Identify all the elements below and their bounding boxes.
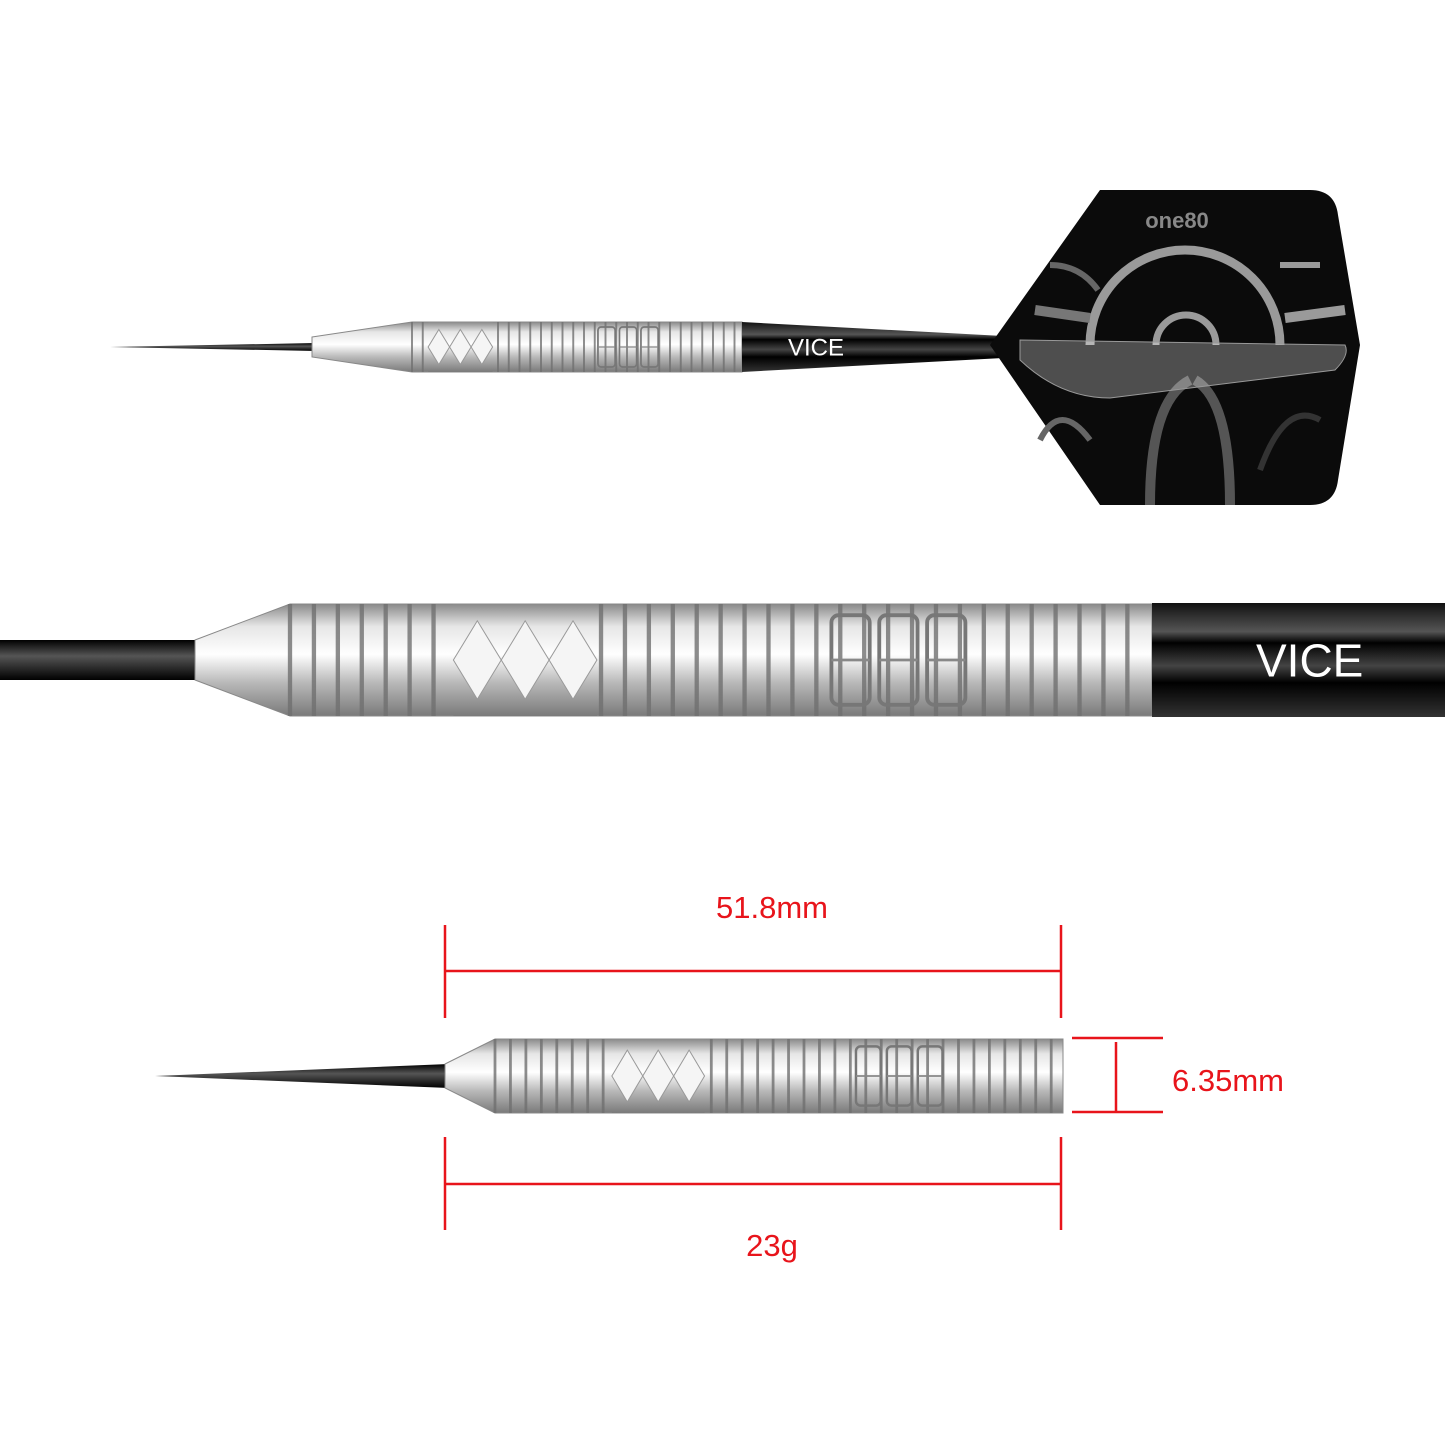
weight-label: 23g <box>746 1228 798 1263</box>
shaft <box>1152 603 1445 717</box>
length-label: 51.8mm <box>716 890 828 925</box>
dimension-lines <box>443 925 1163 1230</box>
point-tip <box>155 1064 449 1088</box>
dart-assembled: VICE <box>110 321 1040 373</box>
barrel-logo: VICE <box>788 335 844 362</box>
diameter-label: 6.35mm <box>1172 1063 1284 1098</box>
flight-logo: one80 <box>1145 208 1209 233</box>
shaft <box>742 322 1040 372</box>
point-tip <box>110 343 316 351</box>
barrel-logo: VICE <box>1256 635 1363 687</box>
point-tip <box>0 640 195 680</box>
diamond-cut <box>548 619 598 701</box>
barrel <box>311 321 743 373</box>
barrel <box>444 1038 1064 1114</box>
dart-barrel-dimensioned <box>155 1038 1064 1114</box>
diamond-cut <box>470 328 494 366</box>
diamond-cut <box>673 1049 706 1103</box>
dart-closeup: VICE <box>0 603 1445 717</box>
flight: one80 <box>990 190 1360 506</box>
